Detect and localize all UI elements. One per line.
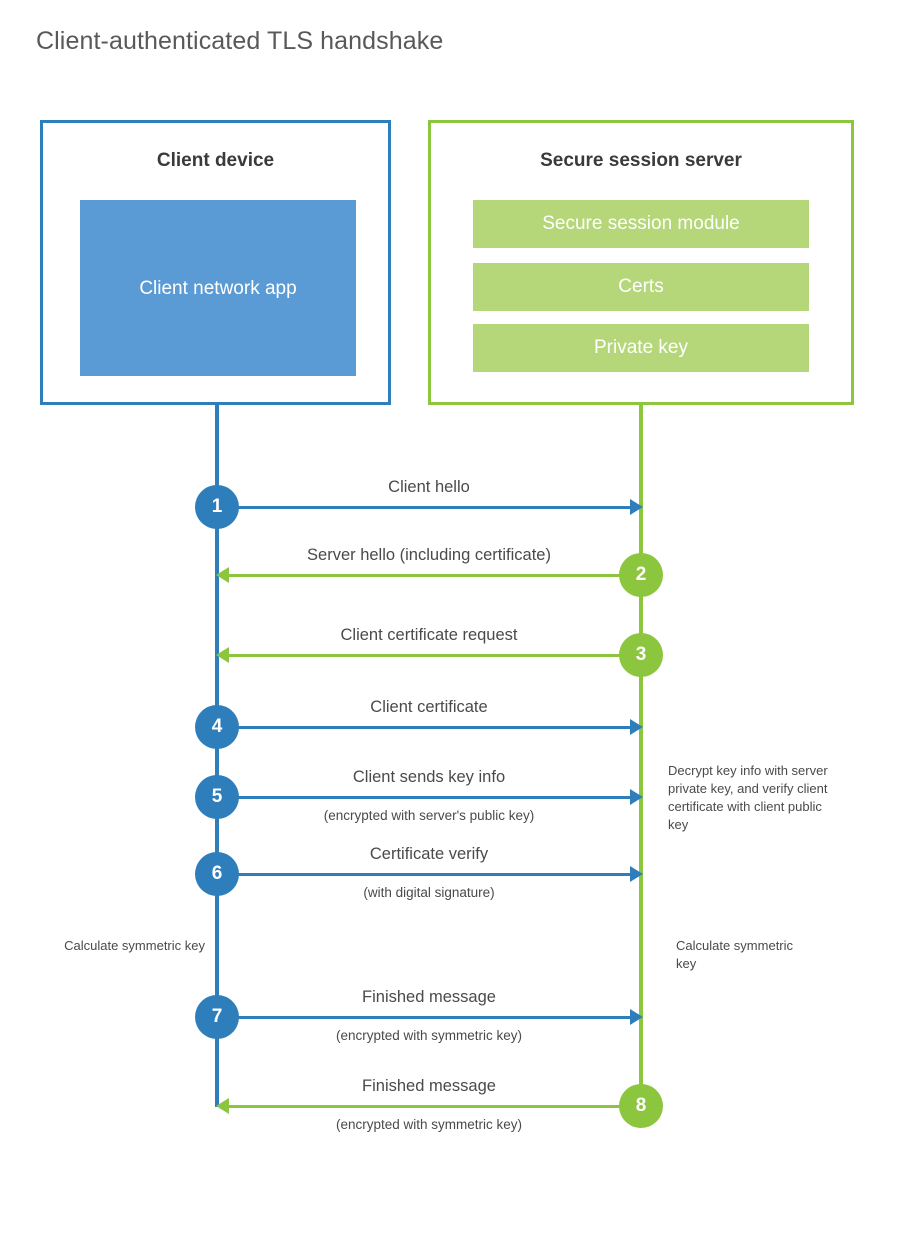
- step-circle-8[interactable]: 8: [619, 1084, 663, 1128]
- client-device-box: Client device Client network app: [40, 120, 391, 405]
- message-sublabel-6: (with digital signature): [363, 885, 495, 900]
- arrow-head-icon-2: [216, 567, 229, 583]
- server-component-private-key: Private key: [473, 324, 809, 372]
- step-circle-7[interactable]: 7: [195, 995, 239, 1039]
- client-lifeline: [215, 404, 219, 1107]
- arrow-head-icon-7: [630, 1009, 643, 1025]
- secure-session-server-box: Secure session server Secure session mod…: [428, 120, 854, 405]
- message-arrow-6: [217, 873, 631, 876]
- message-arrow-3: [229, 654, 641, 657]
- step-circle-1[interactable]: 1: [195, 485, 239, 529]
- arrow-head-icon-4: [630, 719, 643, 735]
- server-component-secure-session-module: Secure session module: [473, 200, 809, 248]
- message-label-8: Finished message: [362, 1077, 496, 1095]
- message-arrow-5: [217, 796, 631, 799]
- message-arrow-8: [229, 1105, 641, 1108]
- message-label-4: Client certificate: [370, 698, 488, 716]
- message-sublabel-5: (encrypted with server's public key): [323, 808, 535, 823]
- arrow-head-icon-8: [216, 1098, 229, 1114]
- client-network-app-block: Client network app: [80, 200, 356, 376]
- note-server-calculate-symmetric-key: Calculate symmetric key: [676, 938, 794, 971]
- step-circle-6[interactable]: 6: [195, 852, 239, 896]
- arrow-head-icon-6: [630, 866, 643, 882]
- step-circle-3[interactable]: 3: [619, 633, 663, 677]
- step-circle-2[interactable]: 2: [619, 553, 663, 597]
- client-device-title: Client device: [156, 150, 275, 171]
- secure-session-server-title: Secure session server: [540, 150, 742, 171]
- message-label-5: Client sends key info: [352, 768, 506, 786]
- arrow-head-icon-3: [216, 647, 229, 663]
- arrow-head-icon-1: [630, 499, 643, 515]
- message-label-2: Server hello (including certificate): [307, 546, 551, 564]
- server-lifeline: [639, 404, 643, 1107]
- message-arrow-2: [229, 574, 641, 577]
- server-component-certs: Certs: [473, 263, 809, 311]
- message-arrow-4: [217, 726, 631, 729]
- step-circle-4[interactable]: 4: [195, 705, 239, 749]
- message-label-7: Finished message: [362, 988, 496, 1006]
- message-label-1: Client hello: [388, 478, 470, 496]
- message-arrow-1: [217, 506, 631, 509]
- message-sublabel-7: (encrypted with symmetric key): [335, 1028, 523, 1043]
- arrow-head-icon-5: [630, 789, 643, 805]
- message-label-3: Client certificate request: [340, 626, 518, 644]
- note-client-calculate-symmetric-key: Calculate symmetric key: [64, 938, 205, 953]
- page-title: Client-authenticated TLS handshake: [36, 27, 444, 55]
- message-sublabel-8: (encrypted with symmetric key): [335, 1117, 523, 1132]
- message-label-6: Certificate verify: [369, 845, 489, 863]
- message-arrow-7: [217, 1016, 631, 1019]
- step-circle-5[interactable]: 5: [195, 775, 239, 819]
- note-server-decrypt: Decrypt key info with server private key…: [668, 763, 828, 832]
